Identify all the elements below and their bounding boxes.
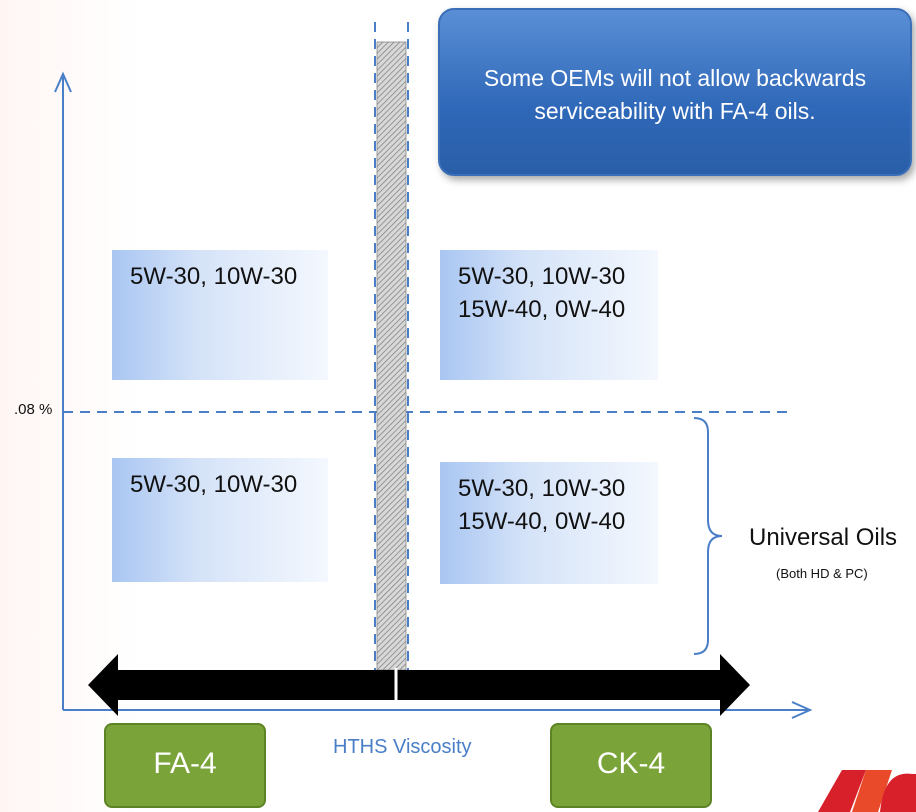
universal-oils-subtitle: (Both HD & PC) [776,566,868,581]
ck4-tag: CK-4 [550,723,712,808]
y-axis-arrowhead [54,71,72,93]
brand-logo-icon [818,770,916,812]
range-double-arrow [88,654,750,716]
universal-oils-title: Universal Oils [749,524,898,551]
x-axis-label: HTHS Viscosity [333,736,472,758]
x-axis-arrowhead [791,701,813,719]
box-upper-left: 5W-30, 10W-30 [112,250,328,380]
box-upper-left-line-1: 5W-30, 10W-30 [130,263,298,290]
callout-line-1: Some OEMs will not allow backwards [483,65,867,91]
box-lower-right-line-2: 15W-40, 0W-40 [458,508,626,535]
box-upper-right: 5W-30, 10W-30 15W-40, 0W-40 [440,250,658,380]
box-lower-right: 5W-30, 10W-30 15W-40, 0W-40 [440,462,658,584]
overlap-band [376,41,407,671]
oem-callout: Some OEMs will not allow backwards servi… [438,8,912,176]
box-upper-right-line-1: 5W-30, 10W-30 [458,263,626,290]
box-lower-left: 5W-30, 10W-30 [112,458,328,582]
universal-oils-bracket [693,417,723,655]
threshold-label: .08 % [14,401,53,418]
box-upper-right-line-2: 15W-40, 0W-40 [458,296,626,323]
callout-line-2: serviceability with FA-4 oils. [534,98,816,124]
box-lower-right-line-1: 5W-30, 10W-30 [458,475,626,502]
fa4-tag: FA-4 [104,723,266,808]
box-lower-left-line-1: 5W-30, 10W-30 [130,471,298,498]
